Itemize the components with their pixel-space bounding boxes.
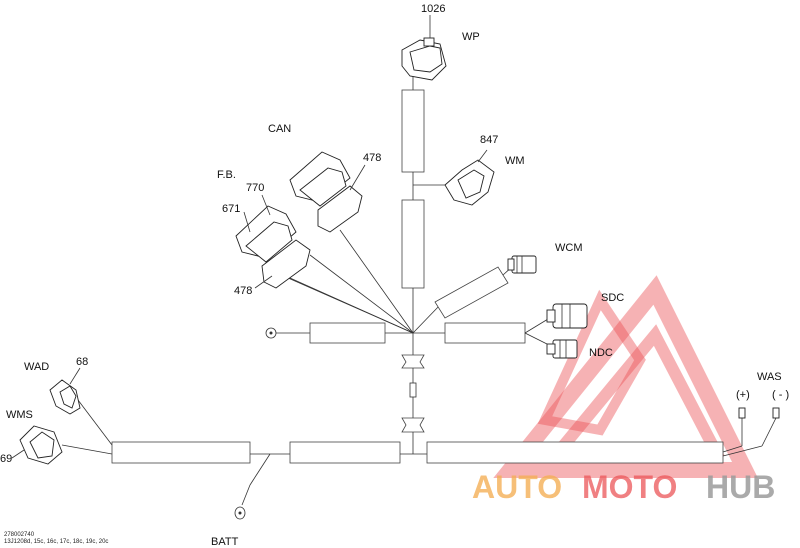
trunk-sleeve-middle (401, 199, 425, 289)
watermark-auto: AUTO (472, 469, 562, 505)
fb-connector-770 (235, 194, 311, 289)
label-plus: (+) (736, 389, 750, 401)
bottom-sleeve-left (111, 441, 251, 464)
wp-connector (401, 15, 447, 81)
label-can: CAN (268, 123, 291, 135)
bottom-sleeve-right (426, 441, 724, 464)
ndc-connector (546, 339, 578, 359)
was-terminal-plus (738, 407, 746, 419)
sdc-connector (546, 303, 588, 329)
right-branch-sleeve (444, 322, 526, 344)
ground-terminal-left (265, 322, 386, 344)
watermark-moto: MOTO (582, 469, 677, 505)
footer-models: 13J1208d, 15c, 16c, 17c, 18c, 19c, 20c (4, 539, 108, 545)
trunk-fuse (409, 382, 417, 398)
label-wad: WAD (24, 361, 49, 373)
label-478-top: 478 (363, 152, 381, 164)
watermark-logo: AUTO MOTO HUB (472, 275, 775, 505)
bottom-harness (61, 399, 777, 520)
watermark-triangle-left (537, 289, 646, 436)
trunk-sleeve-top (401, 89, 425, 173)
label-wm-number: 847 (480, 134, 498, 146)
label-wp-number: 1026 (421, 3, 445, 15)
label-671: 671 (222, 203, 240, 215)
label-wp: WP (462, 31, 480, 43)
can-connector-478 (289, 151, 366, 233)
footer-part-number: 278002740 (4, 532, 35, 538)
hub-fanout (269, 184, 455, 334)
label-wad-number: 68 (76, 356, 88, 368)
label-was: WAS (757, 371, 782, 383)
wad-connector (49, 367, 81, 415)
right-branch (444, 315, 554, 348)
bottom-sleeve-center (289, 441, 401, 464)
label-770: 770 (246, 182, 264, 194)
label-478-bottom: 478 (234, 285, 252, 297)
watermark-hub: HUB (706, 469, 775, 505)
left-branch-sleeve (309, 322, 386, 344)
trunk-break-lower (401, 417, 425, 433)
watermark-triangle-outer (493, 275, 758, 478)
wcm-connector (507, 255, 537, 274)
was-terminals (738, 407, 780, 419)
wcm-branch (434, 265, 514, 319)
wcm-sleeve (434, 266, 509, 319)
main-trunk (401, 70, 425, 454)
label-batt: BATT (211, 536, 239, 548)
was-terminal-minus (772, 407, 780, 419)
label-sdc: SDC (601, 292, 624, 304)
wms-connector (11, 425, 63, 465)
trunk-break-upper (401, 354, 425, 369)
label-fb: F.B. (217, 169, 236, 181)
label-wcm: WCM (555, 242, 583, 254)
label-wm: WM (505, 155, 525, 167)
label-minus: ( - ) (772, 389, 789, 401)
label-ndc: NDC (589, 347, 613, 359)
label-wms: WMS (6, 409, 33, 421)
label-wms-number: 69 (0, 453, 12, 465)
wm-connector (444, 149, 495, 206)
